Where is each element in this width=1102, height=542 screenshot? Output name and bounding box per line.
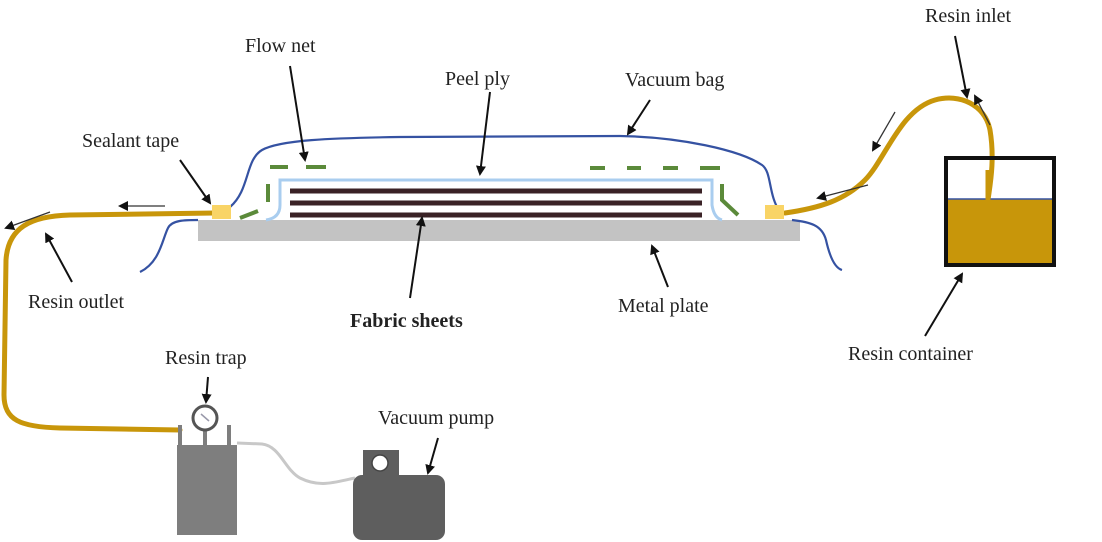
flow-arrows [4, 94, 991, 230]
vacuum-hose [236, 441, 356, 485]
resin-trap [177, 404, 237, 535]
label-resin-container: Resin container [848, 343, 973, 365]
label-fabric-sheets: Fabric sheets [350, 310, 463, 332]
resin-container [944, 156, 1056, 267]
label-pointers [45, 35, 971, 475]
vacuum-pump [353, 450, 445, 540]
peel-ply [265, 178, 723, 222]
sealant-tape-left [212, 205, 231, 219]
sealant-tape-right [765, 205, 784, 219]
label-resin-inlet: Resin inlet [925, 5, 1012, 27]
label-flow-net: Flow net [245, 35, 316, 57]
label-resin-trap: Resin trap [165, 347, 247, 369]
label-vacuum-pump: Vacuum pump [378, 407, 494, 429]
label-peel-ply: Peel ply [445, 68, 510, 90]
label-resin-outlet: Resin outlet [28, 291, 125, 313]
vacuum-bag [139, 134, 843, 273]
label-sealant-tape: Sealant tape [82, 130, 179, 152]
fabric-sheets [290, 188, 702, 218]
metal-plate [198, 220, 800, 241]
resin-tube [1, 95, 995, 433]
label-vacuum-bag: Vacuum bag [625, 69, 724, 91]
flow-net [239, 165, 740, 220]
label-metal-plate: Metal plate [618, 295, 709, 317]
